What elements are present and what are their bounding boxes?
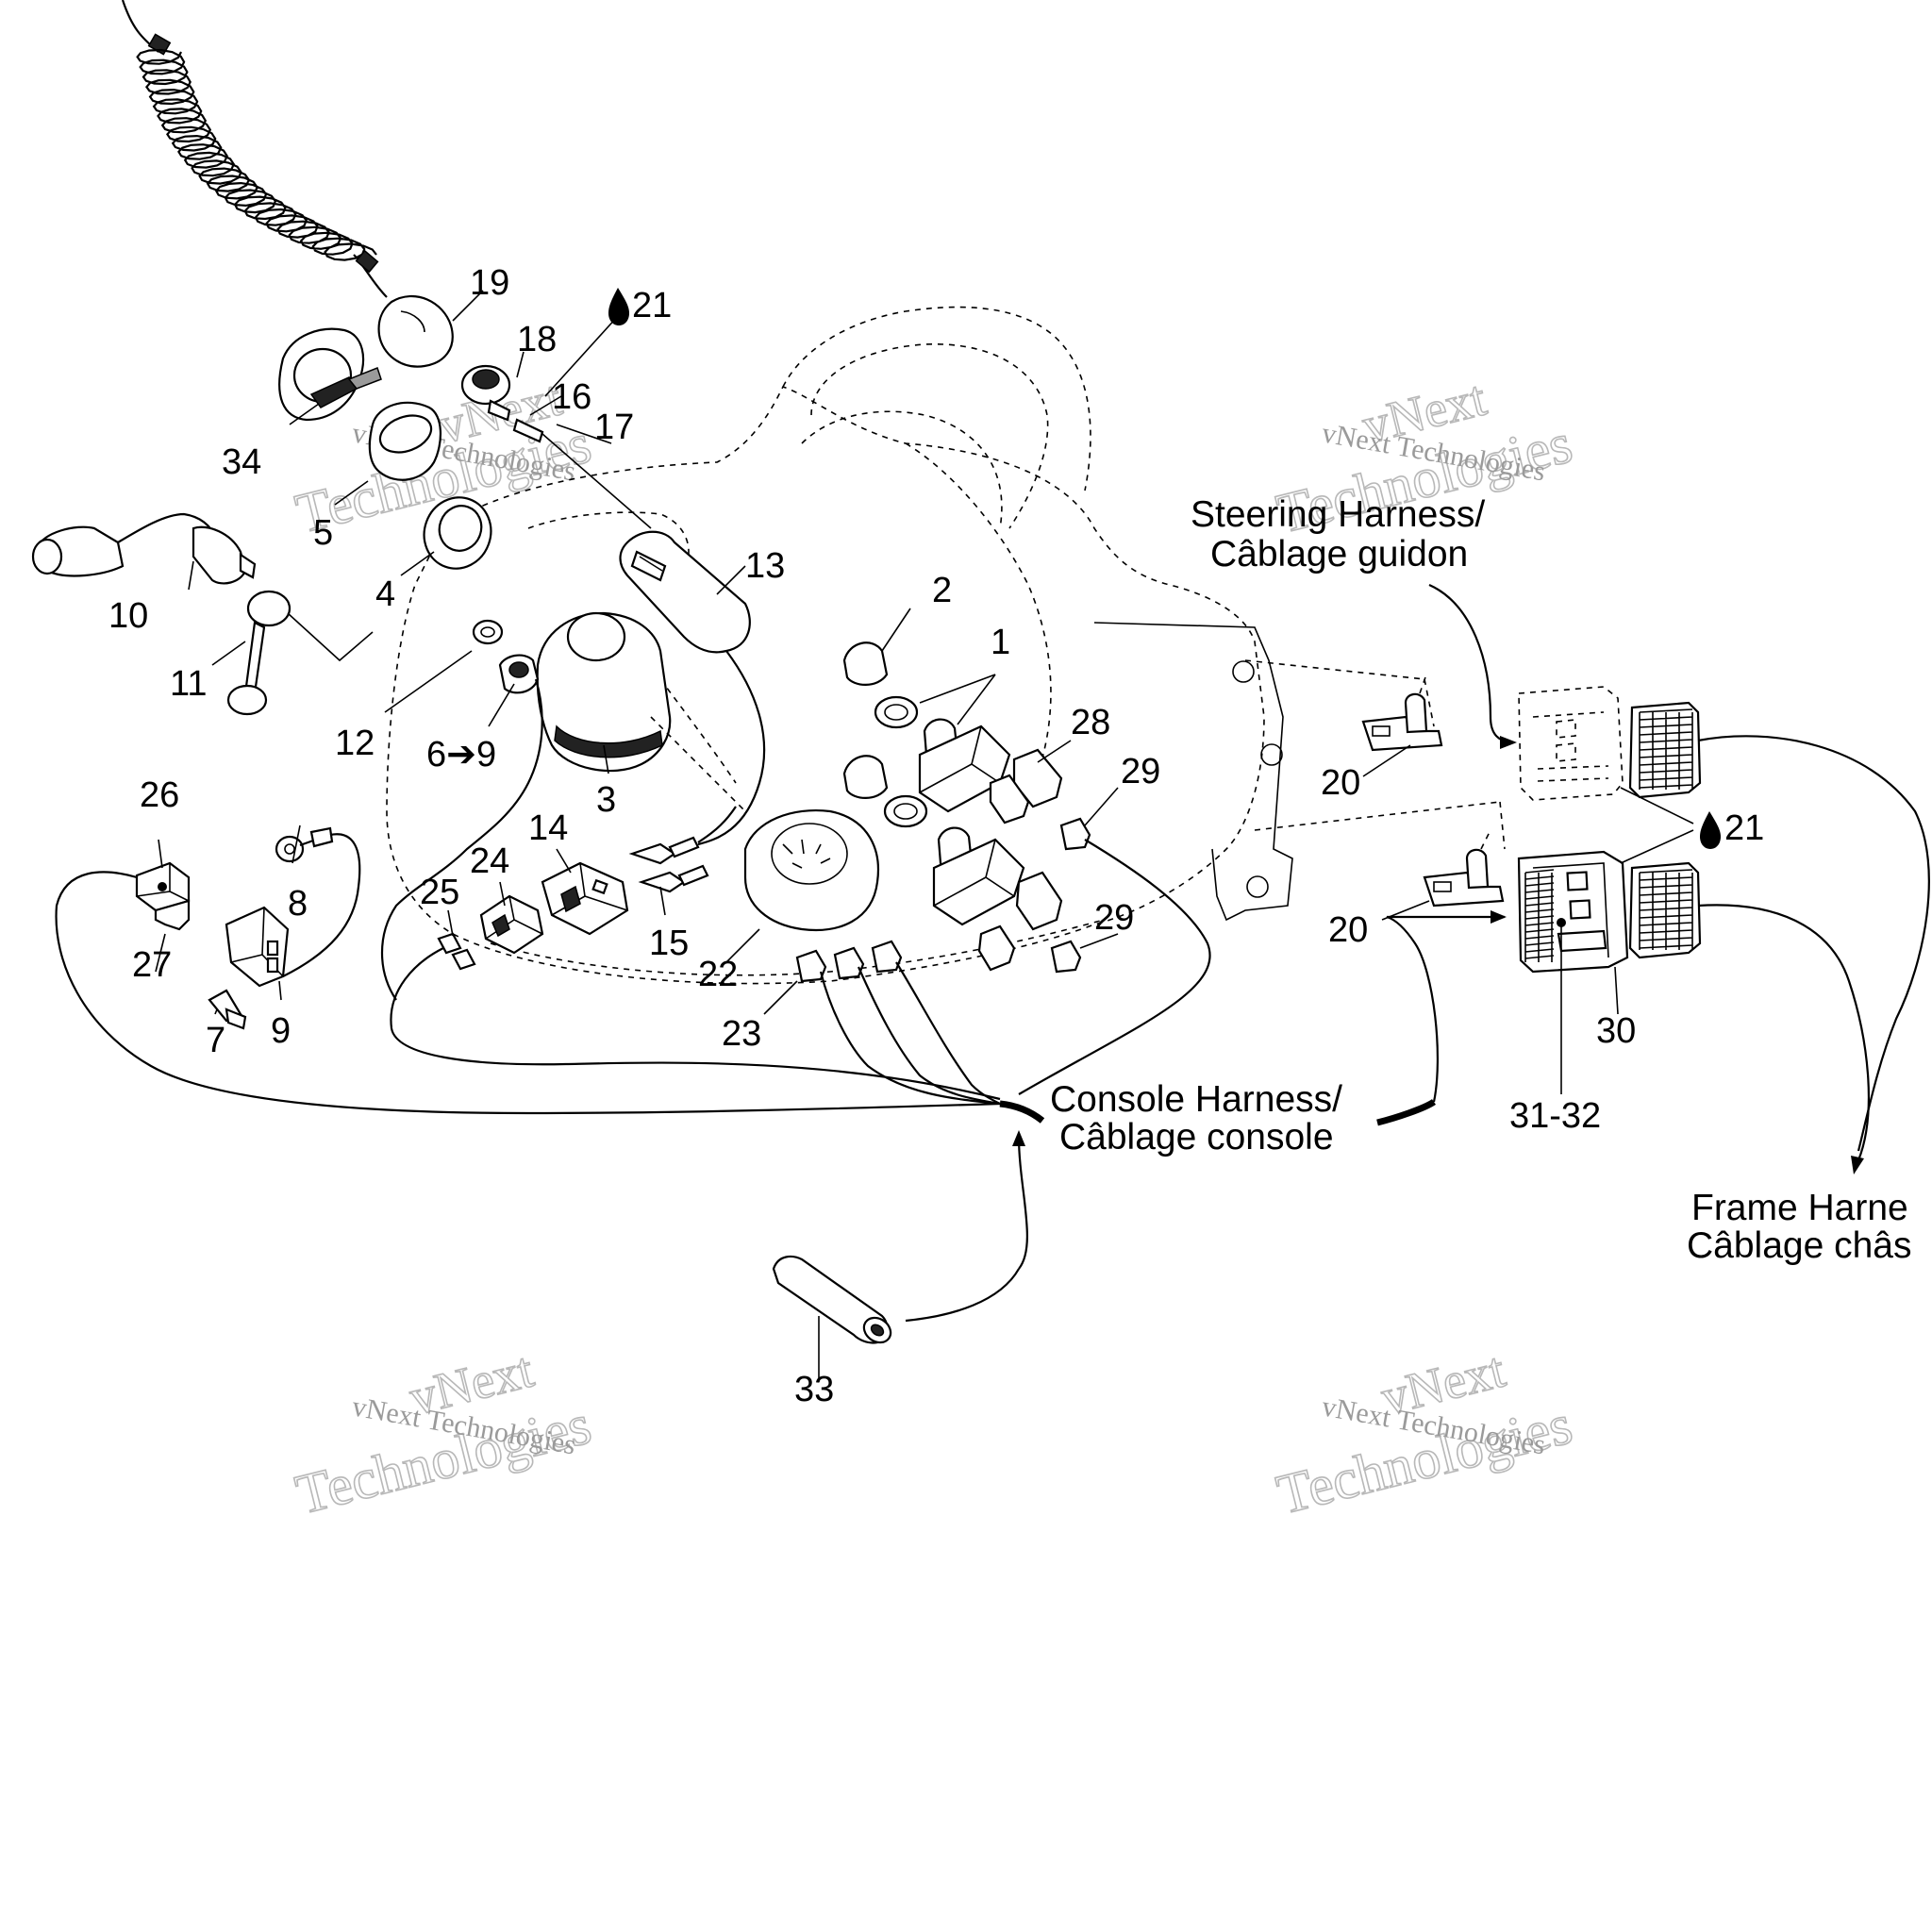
callout-1: 1 — [991, 623, 1010, 662]
connector-26 — [55, 861, 1001, 1115]
callout-21-right: 21 — [1724, 808, 1764, 848]
callout-25: 25 — [420, 873, 459, 912]
tube-33 — [772, 1255, 1020, 1344]
housing-24 — [479, 894, 544, 955]
callout-9: 9 — [271, 1011, 291, 1051]
mating-connector-lower — [1628, 861, 1870, 1174]
callout-7: 7 — [206, 1021, 225, 1060]
callout-28: 28 — [1071, 703, 1110, 742]
callout-11: 11 — [170, 664, 207, 704]
harness-labels: Steering Harness/ Câblage guidon Console… — [1050, 494, 1912, 1266]
terminals-23 — [795, 940, 1001, 1106]
console-outline — [386, 306, 1265, 985]
frame-harness-label-2: Câblage châs — [1687, 1225, 1912, 1266]
leader-lines — [155, 290, 1619, 1382]
ring-4 — [423, 496, 492, 570]
terminals-15 — [628, 806, 737, 893]
callout-6-to-9: 6➔9 — [426, 735, 496, 774]
callout-20-lower: 20 — [1328, 910, 1368, 950]
callout-15: 15 — [649, 924, 689, 963]
pin-7 — [208, 989, 247, 1030]
callout-34: 34 — [222, 442, 261, 482]
terminals-28 — [977, 748, 1063, 972]
callout-22: 22 — [698, 955, 738, 994]
steering-harness-label-2: Câblage guidon — [1210, 534, 1468, 575]
mating-connector-upper — [1628, 701, 1930, 1152]
leaders-21-lower — [1620, 787, 1694, 864]
clip-20-upper — [1361, 674, 1443, 752]
steering-harness-label-1: Steering Harness/ — [1191, 494, 1485, 535]
bracket-11 — [226, 590, 374, 716]
callout-31-32: 31-32 — [1509, 1096, 1601, 1136]
terminals-25 — [390, 932, 1001, 1101]
key-ring-34 — [278, 327, 382, 422]
console-harness-label-2: Câblage console — [1059, 1117, 1334, 1158]
cap-5 — [368, 401, 442, 481]
plug-10 — [31, 512, 257, 585]
callout-23: 23 — [722, 1014, 761, 1054]
callout-8: 8 — [288, 884, 308, 924]
connector-22 — [743, 809, 879, 931]
switch-1-upper — [842, 641, 1011, 813]
drop-icon — [1700, 811, 1721, 849]
frame-harness-label-1: Frame Harne — [1691, 1188, 1908, 1228]
callout-26: 26 — [140, 775, 179, 815]
callout-12: 12 — [335, 724, 375, 763]
callout-19: 19 — [470, 263, 509, 303]
callout-24: 24 — [470, 841, 509, 881]
watermark-bottom-left: vNext Technologies vNext Technologies — [289, 1341, 597, 1527]
terminals-29 — [1018, 817, 1211, 1095]
clip-20-lower — [1423, 829, 1505, 908]
callout-16: 16 — [552, 377, 591, 417]
switch-1-lower — [842, 755, 1025, 926]
switch-boot-13 — [619, 530, 766, 846]
console-harness-lines — [999, 910, 1507, 1270]
bracket-panel — [1093, 622, 1506, 922]
steering-harness-leader — [1428, 583, 1517, 749]
callout-3: 3 — [596, 780, 616, 820]
callout-14: 14 — [528, 808, 568, 848]
post-18 — [460, 364, 652, 529]
callout-33: 33 — [794, 1370, 834, 1409]
ignition-switch-3 — [536, 611, 746, 812]
callout-13: 13 — [745, 546, 785, 586]
washer-12 — [472, 619, 504, 645]
callout-29-upper: 29 — [1121, 752, 1160, 791]
housing-14 — [541, 861, 629, 936]
connector-9 — [225, 906, 290, 988]
callout-20-upper: 20 — [1321, 763, 1360, 803]
callout-17: 17 — [594, 408, 634, 447]
callout-18: 18 — [517, 320, 557, 359]
drop-icon — [608, 288, 629, 325]
callout-labels: 19 18 16 17 21 34 5 4 10 11 12 6➔9 3 13 … — [108, 263, 1764, 1409]
callout-4: 4 — [375, 575, 395, 614]
callout-27: 27 — [132, 945, 172, 985]
fuse-holder-6 — [381, 654, 543, 1001]
callout-29-lower: 29 — [1094, 898, 1134, 938]
connector-housing-upper — [1518, 686, 1624, 801]
lanyard-coil — [121, 0, 454, 368]
callout-30: 30 — [1596, 1011, 1636, 1051]
watermark-bottom-right: vNext Technologies vNext Technologies — [1270, 1341, 1578, 1527]
connector-housing-30 — [1517, 850, 1629, 974]
callout-10: 10 — [108, 596, 148, 636]
callout-21-top: 21 — [632, 286, 672, 325]
callout-5: 5 — [313, 513, 333, 553]
callout-2: 2 — [932, 571, 952, 610]
console-harness-label-1: Console Harness/ — [1050, 1079, 1342, 1120]
